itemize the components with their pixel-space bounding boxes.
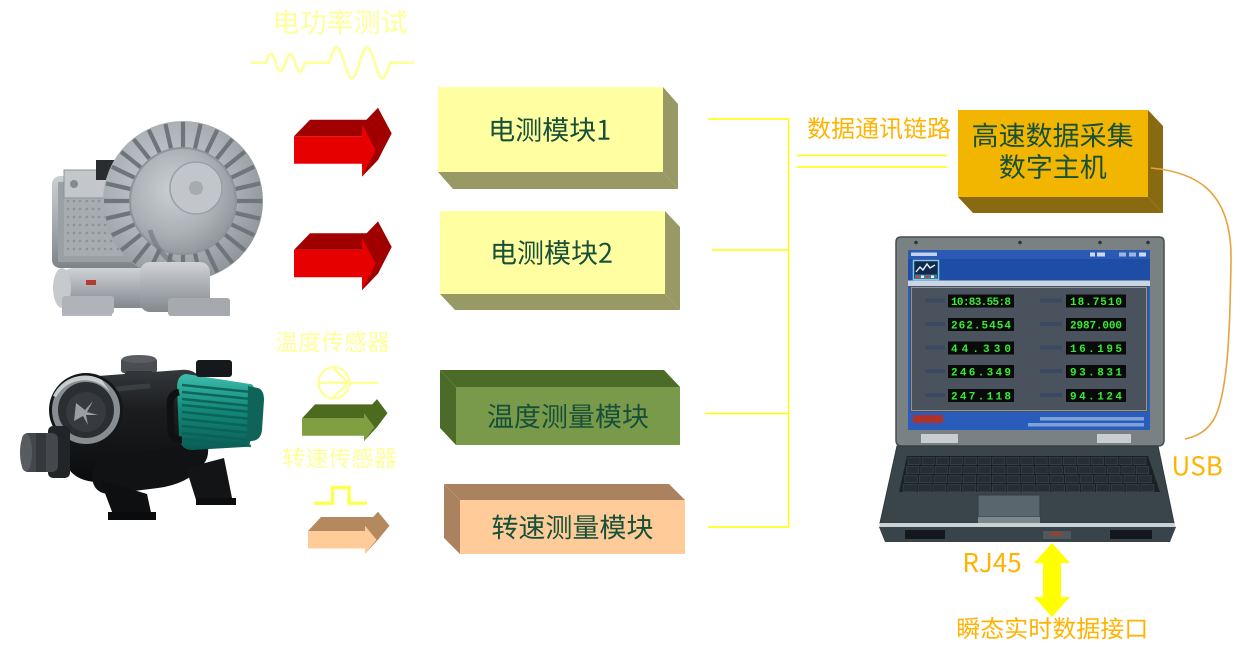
svg-text:247.118: 247.118 — [951, 392, 1011, 404]
svg-text:18.7510: 18.7510 — [1070, 297, 1122, 309]
svg-text:10:83.55:8: 10:83.55:8 — [951, 297, 1011, 309]
svg-text:262.5454: 262.5454 — [951, 321, 1011, 333]
svg-text:246.349: 246.349 — [951, 368, 1011, 380]
svg-text:2987.000: 2987.000 — [1070, 321, 1122, 333]
